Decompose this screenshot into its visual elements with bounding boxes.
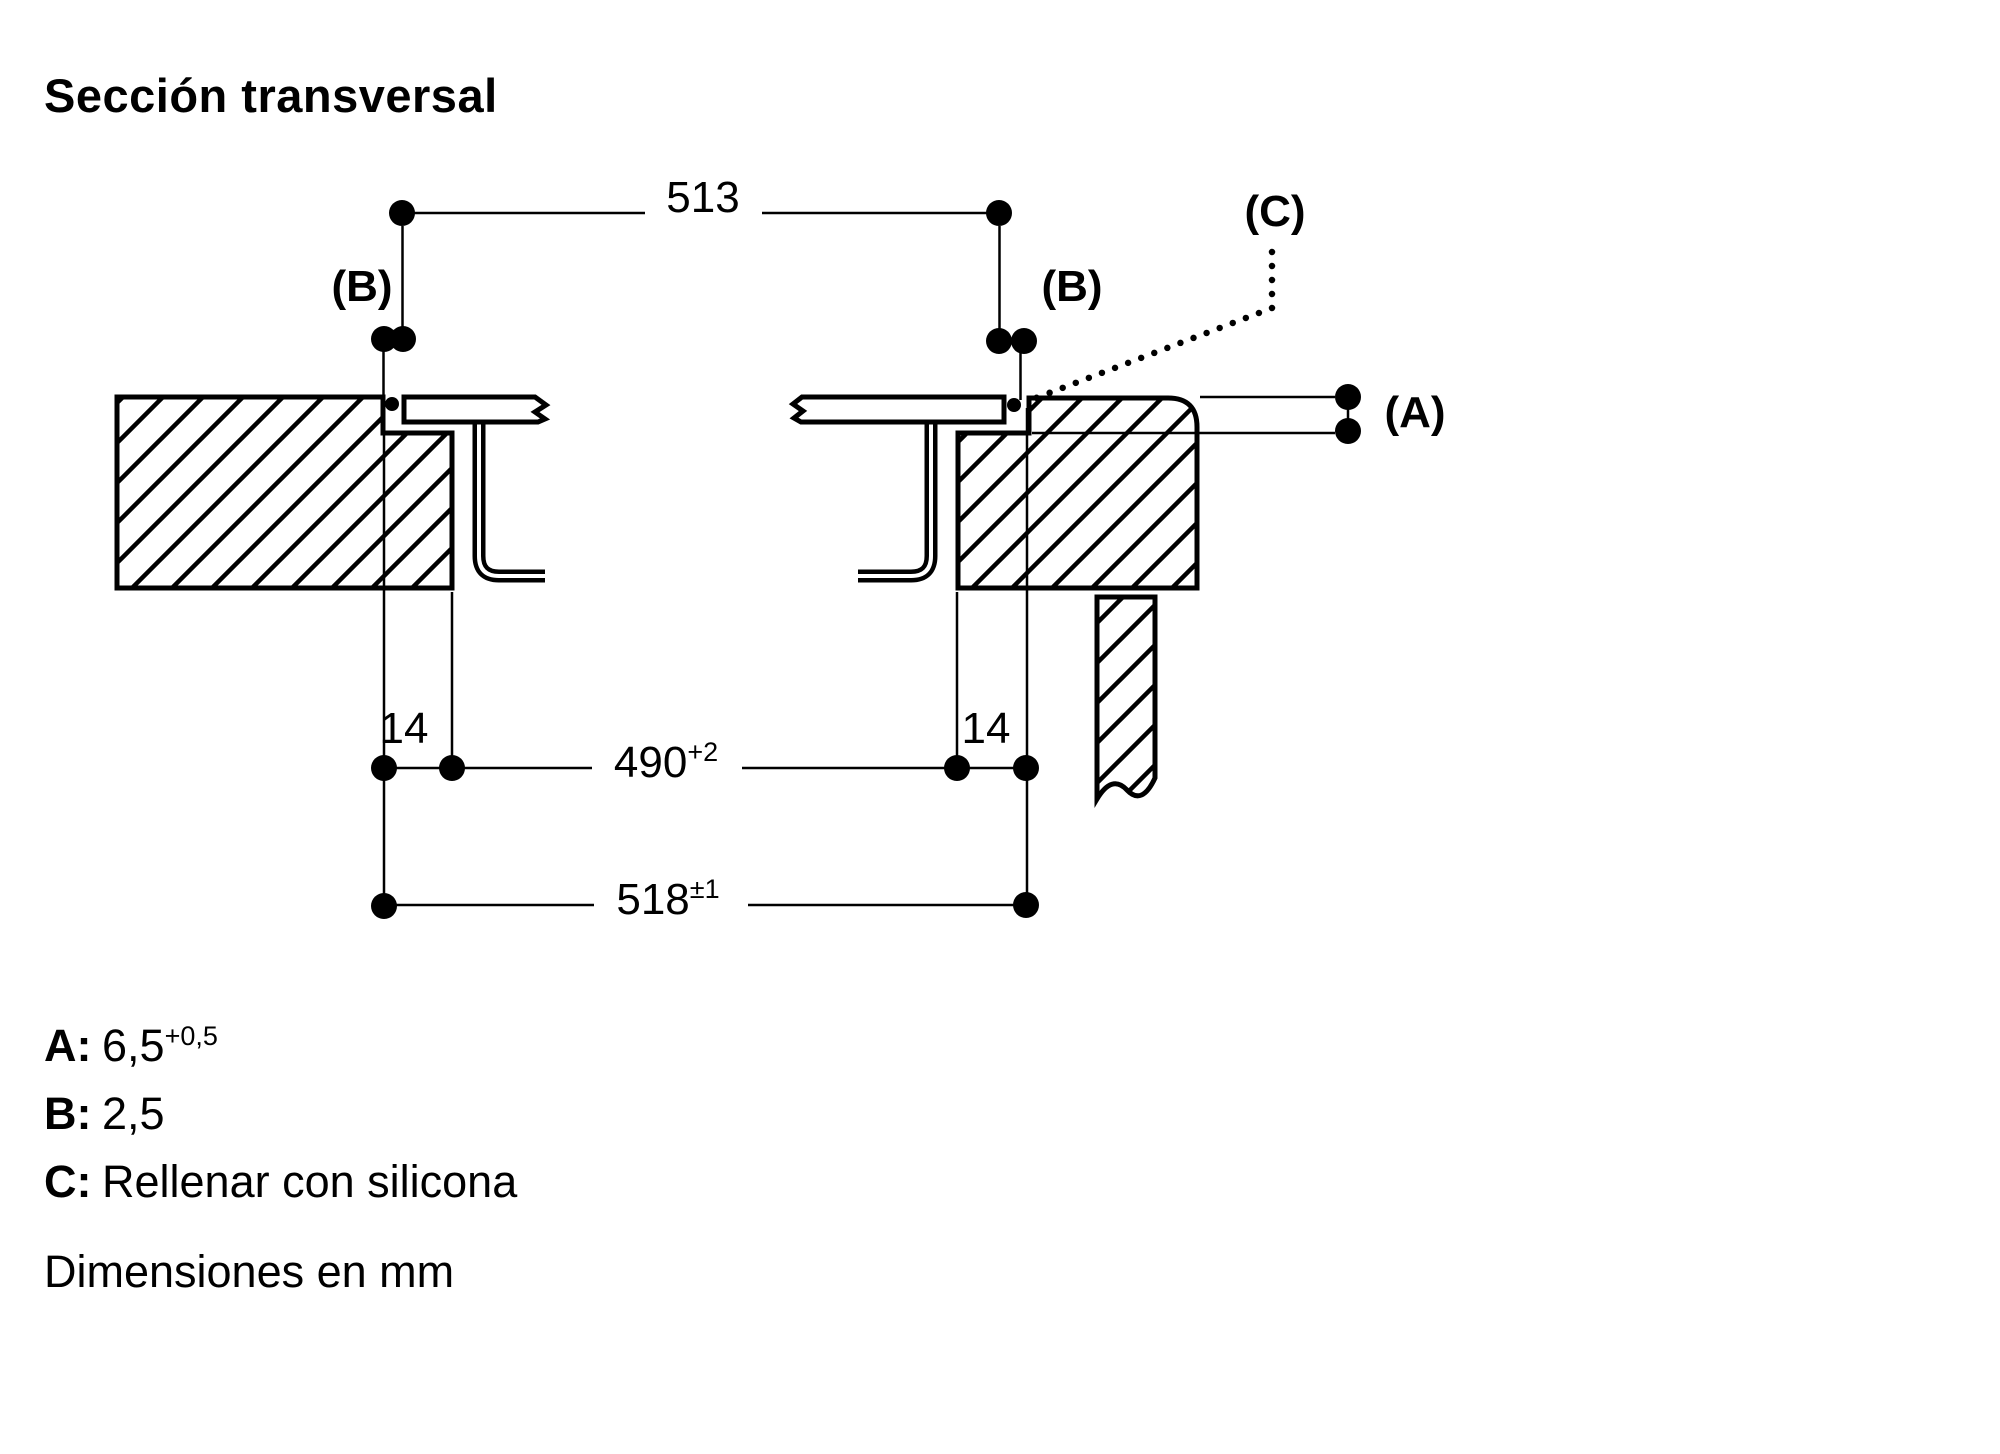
dot-a-bottom (1335, 418, 1361, 444)
dot-490-inner-right (944, 755, 970, 781)
dot-513-left (389, 200, 415, 226)
extension-lines (382, 211, 1350, 907)
dimension-label-518: 518±1 (616, 874, 720, 924)
dot-b-right-2 (1011, 328, 1037, 354)
callout-c: (C) (1244, 187, 1306, 236)
legend-key-a: A: (44, 1020, 92, 1071)
dot-a-top (1335, 384, 1361, 410)
worktop-right-section (955, 395, 1200, 591)
worktop-left-section (114, 394, 455, 591)
measurement-dots (371, 200, 1361, 919)
cooktop-glass-right (788, 394, 1007, 425)
dimension-label-513: 513 (666, 173, 740, 222)
dot-490-inner-left (439, 755, 465, 781)
units-note: Dimensiones en mm (44, 1246, 455, 1297)
dot-b-left-2 (390, 326, 416, 352)
callout-b-right: (B) (1041, 262, 1103, 311)
legend-row-b: B:2,5 (44, 1088, 165, 1140)
callout-a: (A) (1384, 388, 1446, 437)
dot-gap-right (1007, 398, 1021, 412)
frame-channel-left (472, 422, 545, 583)
dot-518-right (1013, 892, 1039, 918)
dot-gap-left (385, 397, 399, 411)
legend-tolerance-a: +0,5 (164, 1021, 218, 1051)
legend-key-c: C: (44, 1156, 92, 1207)
frame-channel-right (858, 422, 938, 583)
dimension-label-490: 490+2 (613, 737, 719, 787)
legend-value-c: Rellenar con silicona (102, 1156, 518, 1207)
page-title: Sección transversal (44, 69, 498, 122)
dot-490-outer-right (1013, 755, 1039, 781)
dot-b-left-1 (371, 326, 397, 352)
legend-key-b: B: (44, 1088, 92, 1139)
legend-value-a: 6,5 (102, 1020, 165, 1071)
dot-490-outer-left (371, 755, 397, 781)
callout-b-left: (B) (331, 262, 393, 311)
dot-b-right-1 (986, 328, 1012, 354)
legend-row-a: A:6,5+0,5 (44, 1020, 218, 1072)
dotted-leader-c (1032, 248, 1276, 402)
legend-row-c: C:Rellenar con silicona (44, 1156, 517, 1208)
dimension-label-14-left: 14 (379, 704, 429, 753)
dot-518-left (371, 893, 397, 919)
legend-value-b: 2,5 (102, 1088, 165, 1139)
dot-513-right (986, 200, 1012, 226)
cooktop-glass-left (401, 394, 551, 425)
cabinet-panel-section (1094, 594, 1158, 809)
dimension-label-14-right: 14 (961, 704, 1011, 753)
